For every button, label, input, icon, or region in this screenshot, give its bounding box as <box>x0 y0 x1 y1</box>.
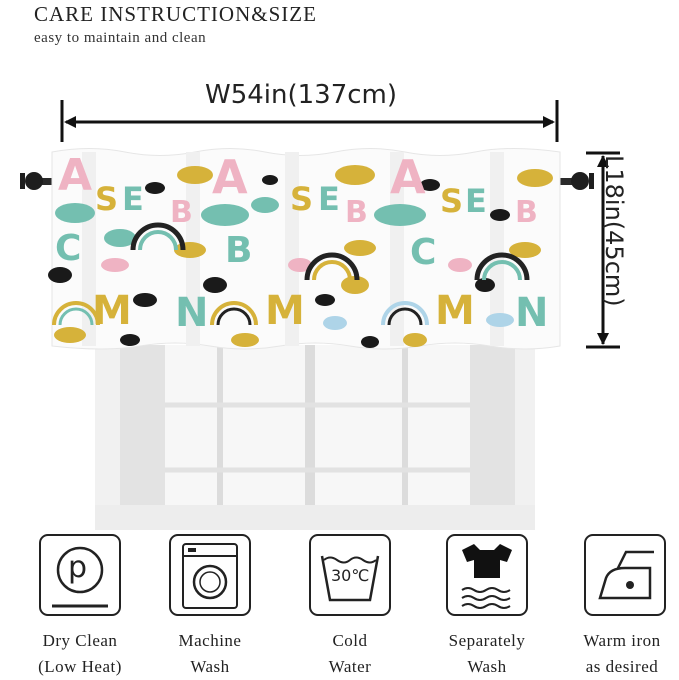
washing-machine-icon <box>169 534 251 616</box>
page-subtitle: easy to maintain and clean <box>34 30 207 46</box>
width-dimension-label: W54in(137cm) <box>205 80 398 110</box>
width-arrowhead-right <box>543 116 555 128</box>
window-scene <box>95 345 535 530</box>
care-label-separately-wash: Separately Wash <box>448 631 526 676</box>
dry-clean-p-icon <box>39 534 121 616</box>
care-label-dry-clean: Dry Clean (Low Heat) <box>38 631 122 676</box>
width-arrowhead-left <box>64 116 76 128</box>
length-arrowhead-top <box>597 155 609 167</box>
iron-icon <box>584 534 666 616</box>
care-label-cold-water: Cold Water <box>328 631 372 676</box>
wash-temp-label: 30℃ <box>331 566 370 585</box>
length-arrowhead-bottom <box>597 333 609 345</box>
separate-wash-shirt-icon <box>446 534 528 616</box>
care-label-machine-wash: Machine Wash <box>178 631 242 676</box>
valance-panel <box>48 148 561 350</box>
wash-tub-icon <box>309 534 391 616</box>
length-dimension-label: L18in(45cm) <box>600 155 628 307</box>
dry-clean-letter: p <box>68 550 88 585</box>
care-label-warm-iron: Warm iron as desired <box>583 631 661 676</box>
page-title: CARE INSTRUCTION&SIZE <box>34 2 317 26</box>
